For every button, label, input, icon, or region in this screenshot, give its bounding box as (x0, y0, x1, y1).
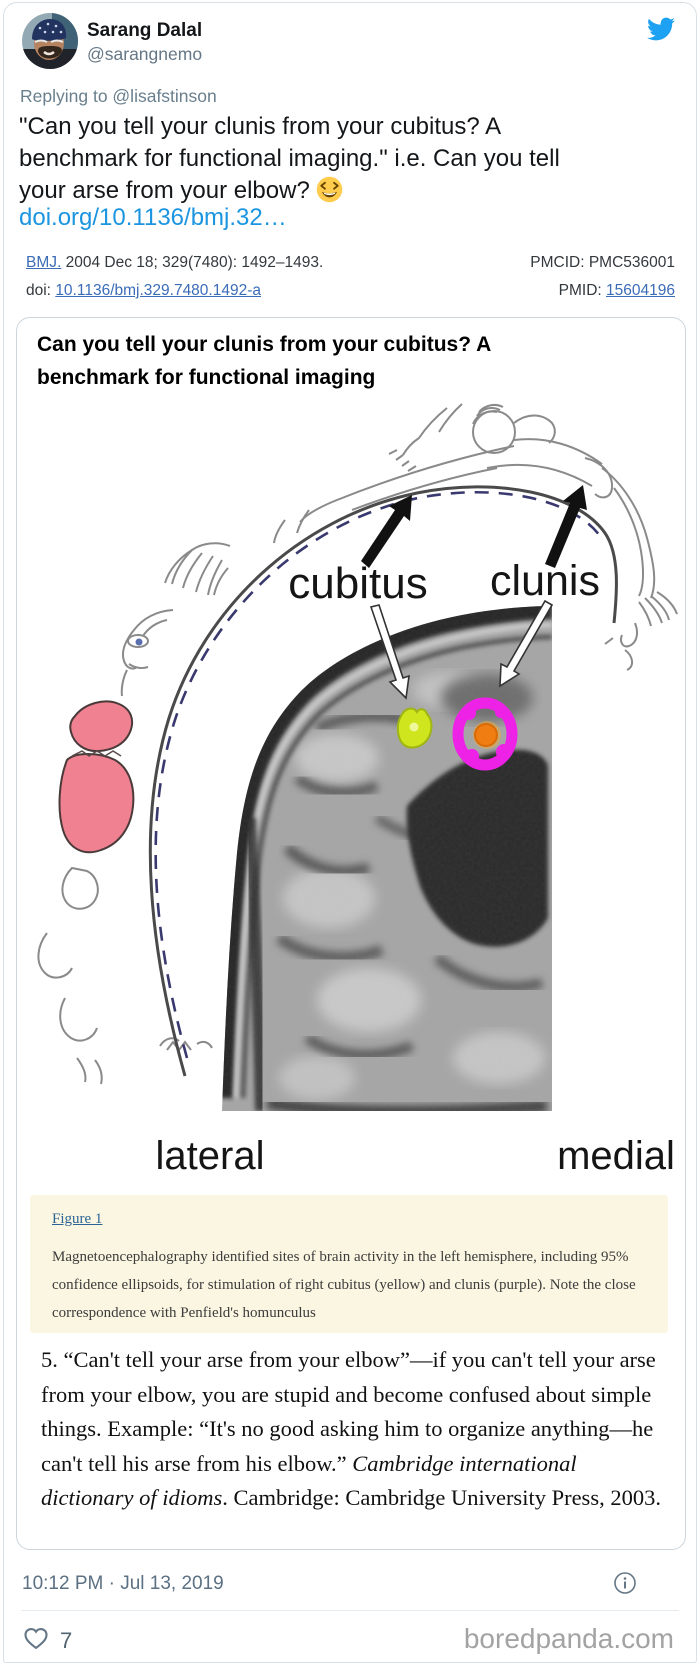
pmid-label: PMID: (558, 282, 607, 299)
dashed-contour-line (154, 490, 602, 1059)
citation-right: PMCID: PMC536001 PMID: 15604196 (530, 249, 675, 305)
avatar-image (22, 13, 78, 69)
author-handle[interactable]: @sarangnemo (87, 44, 203, 64)
definition-text: 5. “Can't tell your arse from your elbow… (41, 1347, 656, 1476)
replying-to-label: Replying to (20, 86, 113, 106)
figure-caption: Magnetoencephalography identified sites … (52, 1249, 636, 1321)
lateral-label: lateral (156, 1134, 265, 1178)
pmcid: PMCID: PMC536001 (530, 254, 675, 271)
avatar[interactable] (22, 13, 78, 69)
clunis-activation-site (452, 697, 518, 771)
doi-link[interactable]: 10.1136/bmj.329.7480.1492-a (55, 282, 261, 299)
replying-to-handle[interactable]: @lisafstinson (112, 86, 217, 106)
citation-text: 2004 Dec 18; 329(7480): 1492–1493. (61, 254, 324, 271)
article-card[interactable] (16, 317, 686, 1550)
tweet-text-line: benchmark for functional imaging." i.e. … (19, 145, 560, 172)
tweet-text-line: your arse from your elbow? (19, 175, 343, 207)
doi-label: doi: (26, 282, 56, 299)
tweet-text-line: "Can you tell your clunis from your cubi… (19, 113, 502, 140)
definition-paragraph: 5. “Can't tell your arse from your elbow… (41, 1343, 663, 1516)
article-title-line: Can you tell your clunis from your cubit… (37, 333, 492, 356)
definition-text: . Cambridge: Cambridge University Press,… (222, 1485, 661, 1510)
tweet-text: your arse from your elbow? (19, 177, 310, 204)
cubitus-site-highlight (409, 722, 419, 732)
replying-to: Replying to @lisafstinson (20, 86, 217, 107)
figure-1-link[interactable]: Figure 1 (52, 1211, 103, 1227)
figure-homunculus-brain: cubitus clunis lateral medial (37, 403, 678, 1178)
clunis-label: clunis (490, 557, 600, 605)
article-title-line: benchmark for functional imaging (37, 366, 376, 389)
journal-link[interactable]: BMJ. (26, 254, 62, 271)
citation-left: BMJ. 2004 Dec 18; 329(7480): 1492–1493. … (26, 249, 323, 305)
pmid-link[interactable]: 15604196 (606, 282, 675, 299)
skull-arc (148, 485, 618, 1077)
medial-label: medial (557, 1134, 675, 1178)
divider (21, 1610, 679, 1611)
cubitus-body-arrow (361, 495, 412, 568)
homunculus-lips (58, 700, 135, 854)
heart-icon[interactable] (22, 1624, 50, 1652)
like-count[interactable]: 7 (60, 1628, 73, 1653)
tweet-link[interactable]: doi.org/10.1136/bmj.32… (19, 204, 287, 231)
cubitus-brain-arrow (369, 604, 410, 700)
watermark: boredpanda.com (463, 1623, 674, 1654)
homunculus-drawing (37, 403, 678, 1085)
twitter-bird-icon[interactable] (645, 15, 677, 43)
definition-source-italic: Cambridge international dictionary of id… (41, 1450, 577, 1511)
clunis-body-arrow (545, 485, 587, 568)
mri-slice (222, 606, 552, 1111)
tweet-frame (3, 2, 697, 1663)
clunis-brain-arrow (499, 599, 554, 688)
laughing-emoji-icon (317, 176, 343, 203)
info-icon[interactable] (613, 1571, 637, 1595)
author-name[interactable]: Sarang Dalal (87, 20, 203, 41)
cubitus-label: cubitus (288, 559, 427, 608)
timestamp: 10:12 PM · Jul 13, 2019 (22, 1573, 224, 1594)
figure-caption-box: Figure 1 Magnetoencephalography identifi… (30, 1195, 668, 1333)
